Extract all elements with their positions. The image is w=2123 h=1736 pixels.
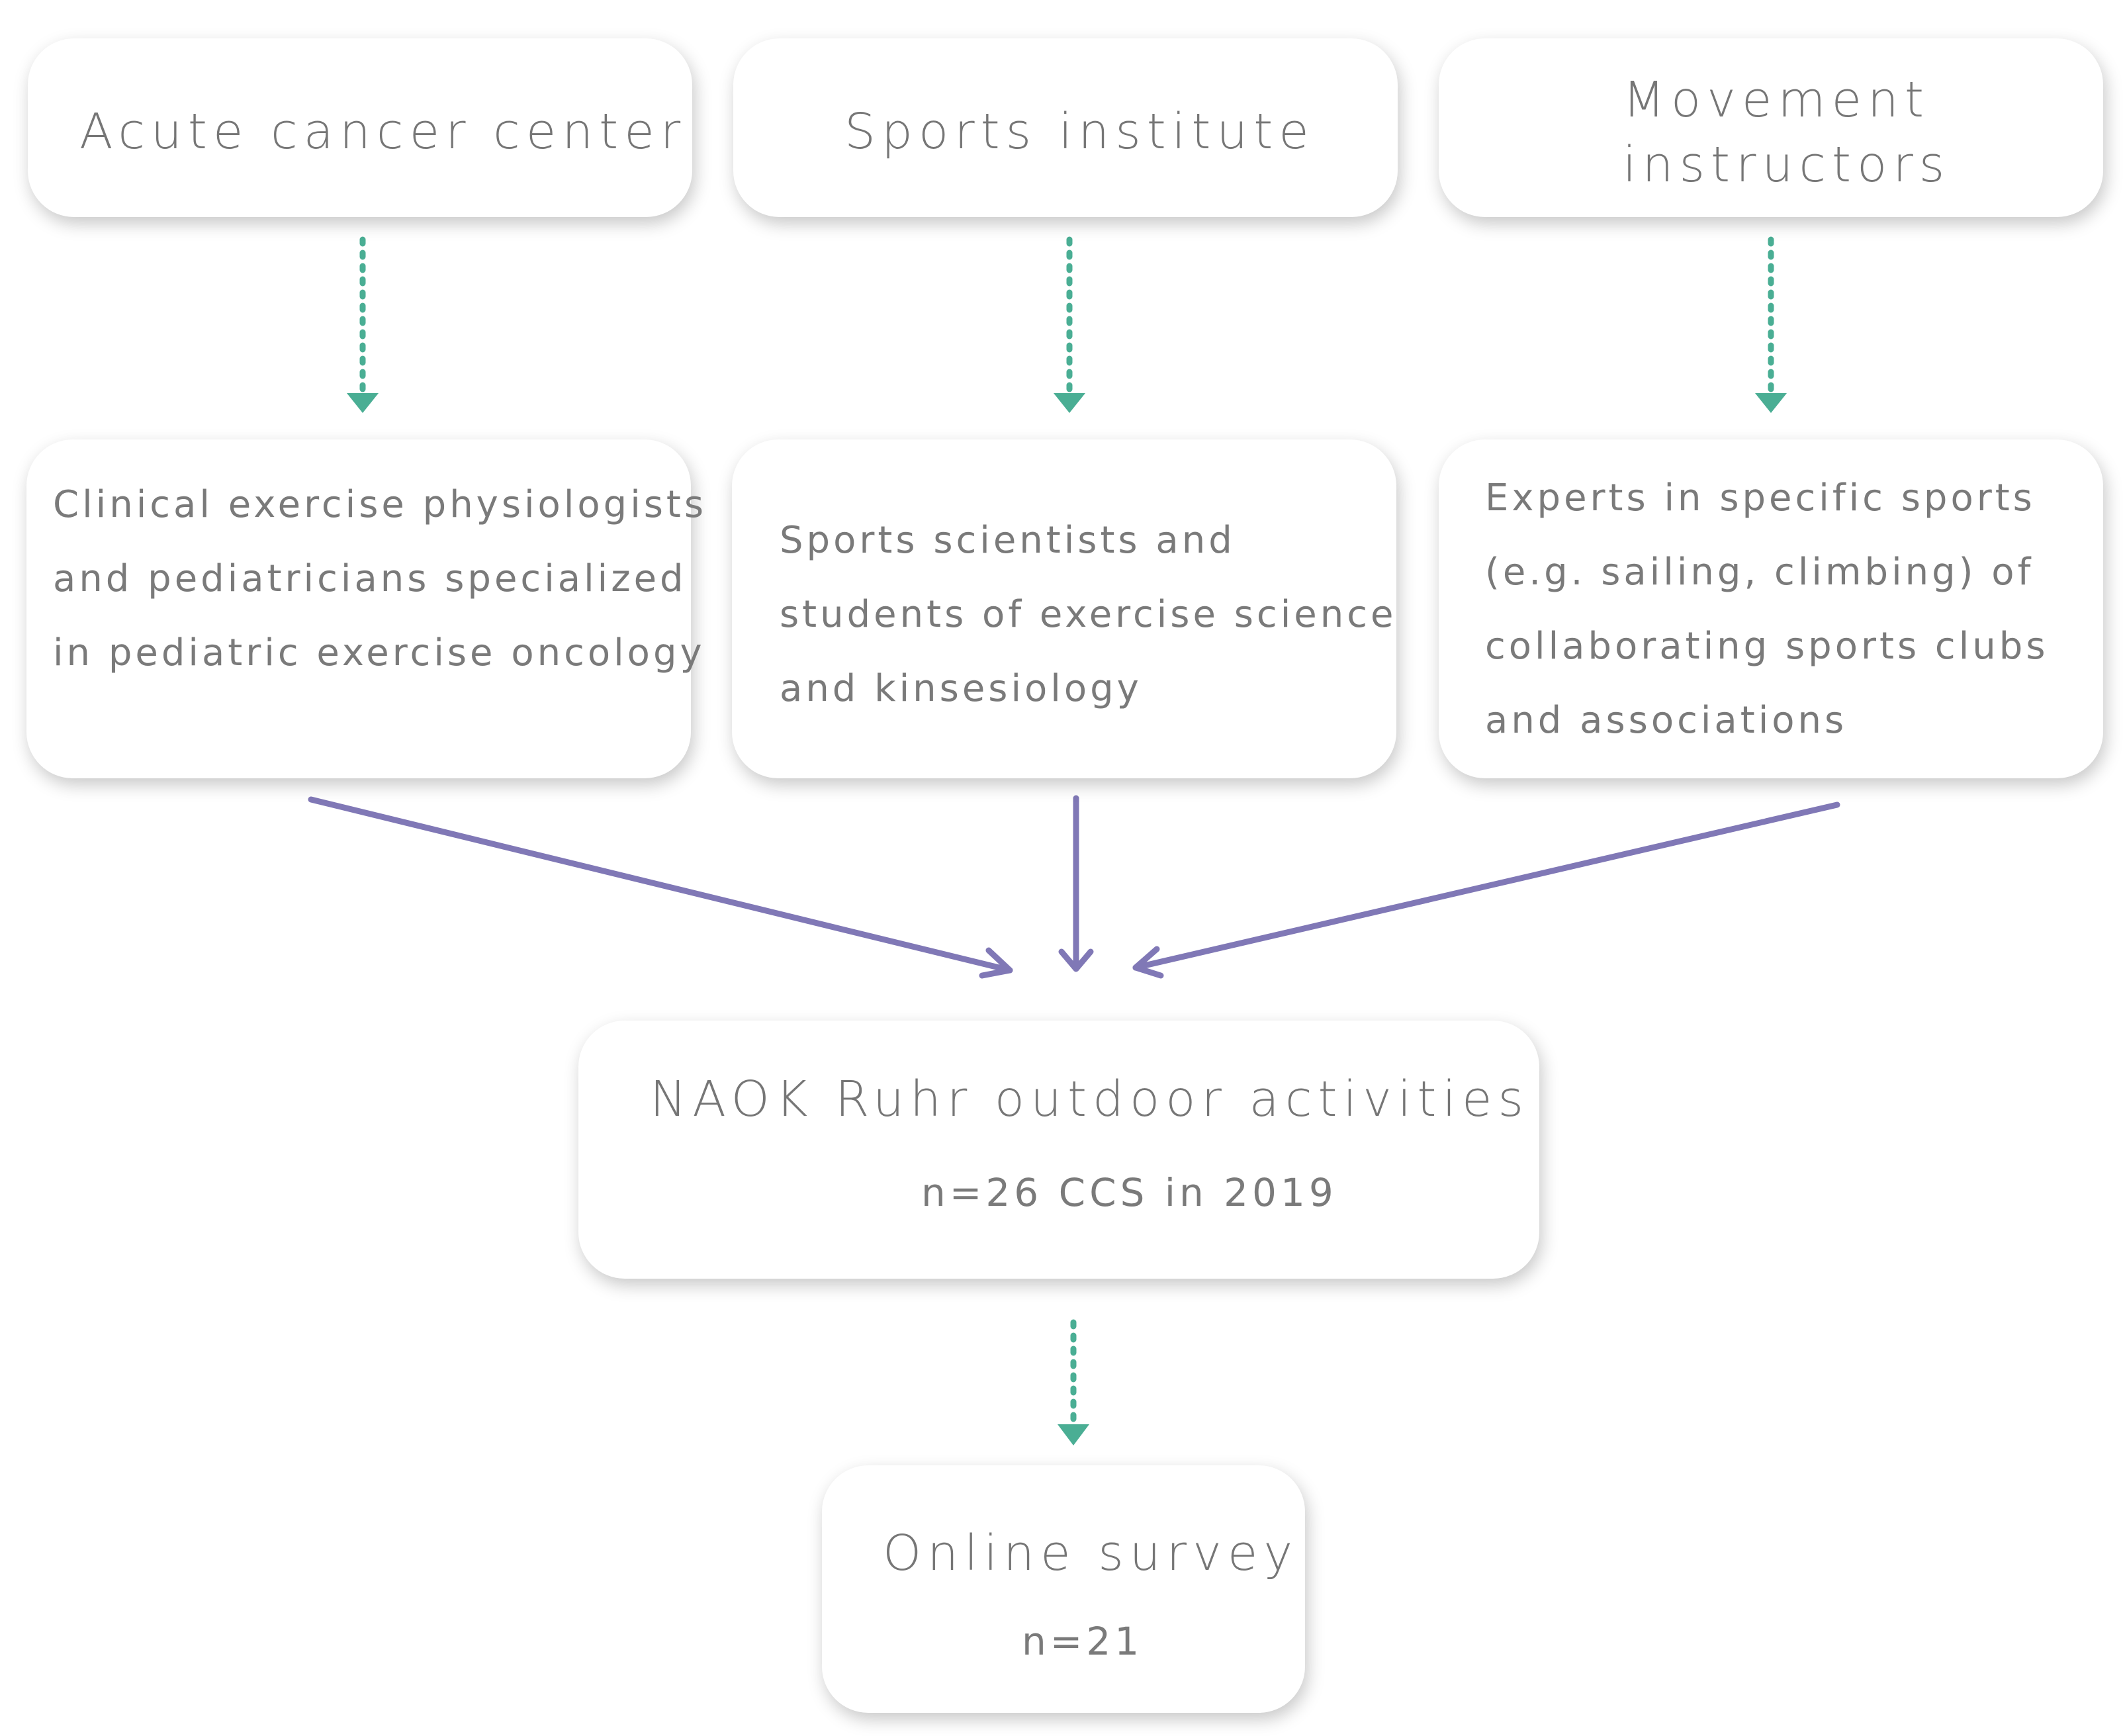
box-sports-institute: Sports institute [733, 38, 1398, 217]
box-naok-ruhr-outdoor-activities: NAOK Ruhr outdoor activities n=26 CCS in… [578, 1021, 1539, 1279]
box-title: Online survey [883, 1525, 1299, 1582]
box-text-line-2: students of exercise science [780, 593, 1397, 636]
box-text-line-2: (e.g. sailing, climbing) of [1485, 551, 2034, 594]
box-text-line-3: collaborating sports clubs [1485, 625, 2049, 668]
box-title-line-2: instructors [1623, 136, 1951, 193]
solid-arrow-center [1058, 795, 1094, 972]
box-title: Sports institute [844, 103, 1315, 160]
box-title: NAOK Ruhr outdoor activities [650, 1071, 1530, 1128]
box-sports-scientists: Sports scientists and students of exerci… [732, 439, 1396, 778]
box-text-line-1: Clinical exercise physiologists [53, 483, 707, 526]
box-text-line-3: and kinsesiology [780, 667, 1142, 710]
box-text-line-4: and associations [1485, 699, 1848, 742]
box-sports-experts: Experts in specific sports (e.g. sailing… [1439, 439, 2103, 778]
box-text-line-3: in pediatric exercise oncology [53, 631, 705, 674]
box-text-line-1: Sports scientists and [780, 519, 1236, 562]
box-movement-instructors: Movement instructors [1439, 38, 2103, 217]
box-online-survey: Online survey n=21 [822, 1465, 1305, 1713]
solid-arrow-right [1132, 801, 1840, 979]
box-subtitle: n=26 CCS in 2019 [921, 1170, 1337, 1215]
box-text-line-1: Experts in specific sports [1485, 477, 2036, 520]
box-acute-cancer-center: Acute cancer center [28, 38, 692, 217]
box-subtitle: n=21 [1022, 1619, 1144, 1664]
box-clinical-exercise-physiologists: Clinical exercise physiologists and pedi… [26, 439, 703, 778]
solid-arrow-left [308, 796, 1013, 979]
box-title: Acute cancer center [79, 103, 687, 160]
box-title-line-1: Movement [1623, 71, 1930, 128]
dotted-arrow-4 [1058, 1319, 1089, 1445]
box-text-line-2: and pediatricians specialized [53, 557, 687, 600]
dotted-arrow-2 [1054, 236, 1085, 413]
dotted-arrow-1 [347, 236, 379, 413]
dotted-arrow-3 [1755, 236, 1787, 413]
